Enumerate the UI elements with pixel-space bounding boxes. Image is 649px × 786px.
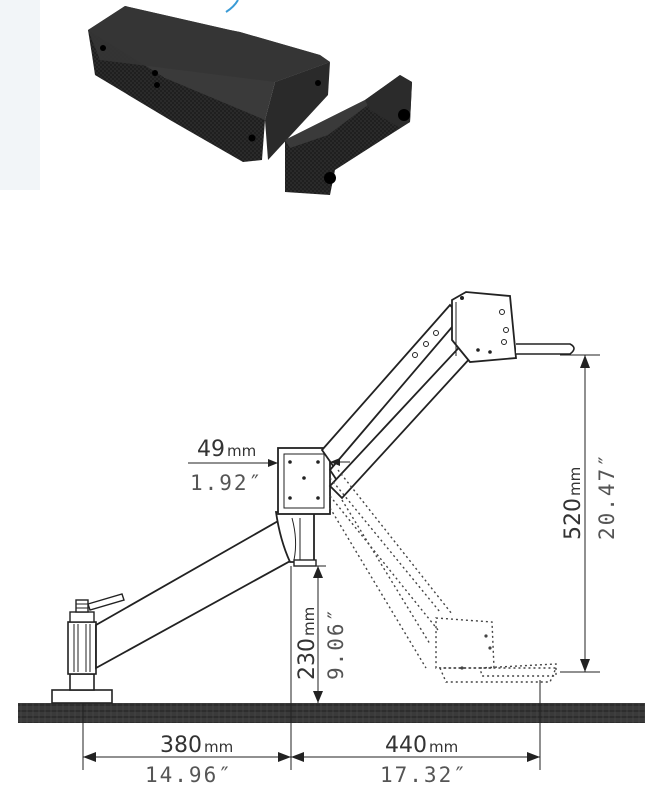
dim-vertical-right-mm: 520mm: [561, 467, 586, 540]
tray-bracket: [516, 343, 575, 355]
dim-base-left-in: 14.96″: [145, 763, 233, 786]
adapter-parts-photo: [0, 0, 412, 195]
dim-base-right-in: 17.32″: [380, 763, 468, 786]
dim-vertical-center-in: 9.06″: [324, 607, 348, 680]
dimension-vertical-right: 520mm 20.47″: [560, 354, 619, 673]
joint-block: [277, 447, 331, 515]
dim-offset-in: 1.92″: [190, 471, 263, 495]
head-plate: [451, 291, 575, 363]
lower-arm: [95, 511, 317, 670]
saddle-block: [285, 75, 412, 195]
clamp-base: [51, 593, 125, 704]
floor-surface: [18, 703, 645, 723]
lowered-position-outline: [329, 469, 558, 683]
clamp-lever: [87, 593, 125, 611]
dimension-vertical-center: 230mm 9.06″: [295, 565, 348, 703]
photo-edge-shadow: [0, 0, 40, 190]
dim-vertical-right-in: 20.47″: [595, 452, 619, 540]
stepped-block: [88, 6, 330, 162]
dim-vertical-center-mm: 230mm: [295, 607, 320, 680]
upper-arm: [320, 303, 474, 500]
accent-arc: [225, 0, 239, 13]
